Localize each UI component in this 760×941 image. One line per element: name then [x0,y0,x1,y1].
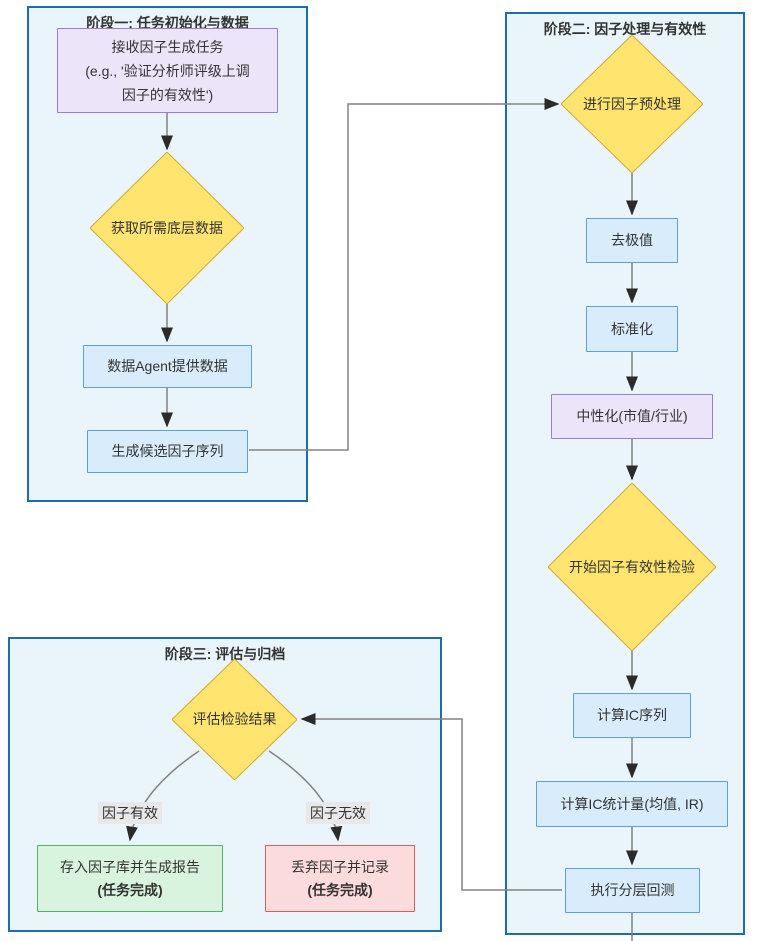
data-agent-label: 数据Agent提供数据 [107,358,228,374]
diamond-shape [548,483,716,651]
stage-one-title: 阶段一: 任务初始化与数据 [86,15,249,31]
node-evaluate-decision: 评估检验结果 [172,659,297,780]
evaluate-label: 评估检验结果 [192,711,277,727]
node-neutralize: 中性化(市值/行业) [551,394,713,439]
neutralize-label: 中性化(市值/行业) [576,408,688,424]
diamond-shape [561,35,703,173]
ic-series-label: 计算IC序列 [597,707,667,723]
node-ic-stats: 计算IC统计量(均值, IR) [536,781,728,827]
node-archive-factor: 存入因子库并生成报告 (任务完成) [37,845,223,912]
discard-line2: (任务完成) [307,881,373,898]
node-gen-candidates: 生成候选因子序列 [87,430,248,473]
stage-three-title: 阶段三: 评估与归档 [164,646,286,662]
edge-label-factor-valid: 因子有效 [98,802,162,824]
stage-two-title: 阶段二: 因子处理与有效性 [543,21,707,37]
node-preprocess-decision: 进行因子预处理 [561,35,703,173]
node-data-agent: 数据Agent提供数据 [83,345,252,388]
node-backtest: 执行分层回测 [565,868,700,913]
diamond-shape [172,659,297,780]
archive-line1: 存入因子库并生成报告 [60,858,200,875]
validity-check-label: 开始因子有效性检验 [569,558,695,575]
node-discard-factor: 丢弃因子并记录 (任务完成) [265,845,415,912]
edge-label-factor-invalid: 因子无效 [306,802,370,824]
fetch-data-label: 获取所需底层数据 [111,219,223,236]
backtest-label: 执行分层回测 [590,882,675,898]
gen-candidates-label: 生成候选因子序列 [111,443,224,459]
receive-task-line2: (e.g., '验证分析师评级上调 [85,62,250,79]
node-winsorize: 去极值 [586,218,678,263]
node-standardize: 标准化 [586,306,678,352]
standardize-label: 标准化 [611,320,653,337]
ic-stats-label: 计算IC统计量(均值, IR) [560,795,704,812]
node-validity-check-decision: 开始因子有效性检验 [548,483,716,651]
receive-task-line1: 接收因子生成任务 [111,38,224,55]
diamond-shape [90,152,244,304]
discard-line1: 丢弃因子并记录 [291,858,389,875]
preprocess-label: 进行因子预处理 [583,95,681,112]
archive-line2: (任务完成) [97,881,163,898]
winsorize-label: 去极值 [611,232,653,248]
node-receive-task: 接收因子生成任务 (e.g., '验证分析师评级上调 因子的有效性') [57,28,278,113]
receive-task-line3: 因子的有效性') [121,86,214,103]
node-ic-series: 计算IC序列 [573,693,691,738]
node-fetch-data-decision: 获取所需底层数据 [90,152,244,304]
